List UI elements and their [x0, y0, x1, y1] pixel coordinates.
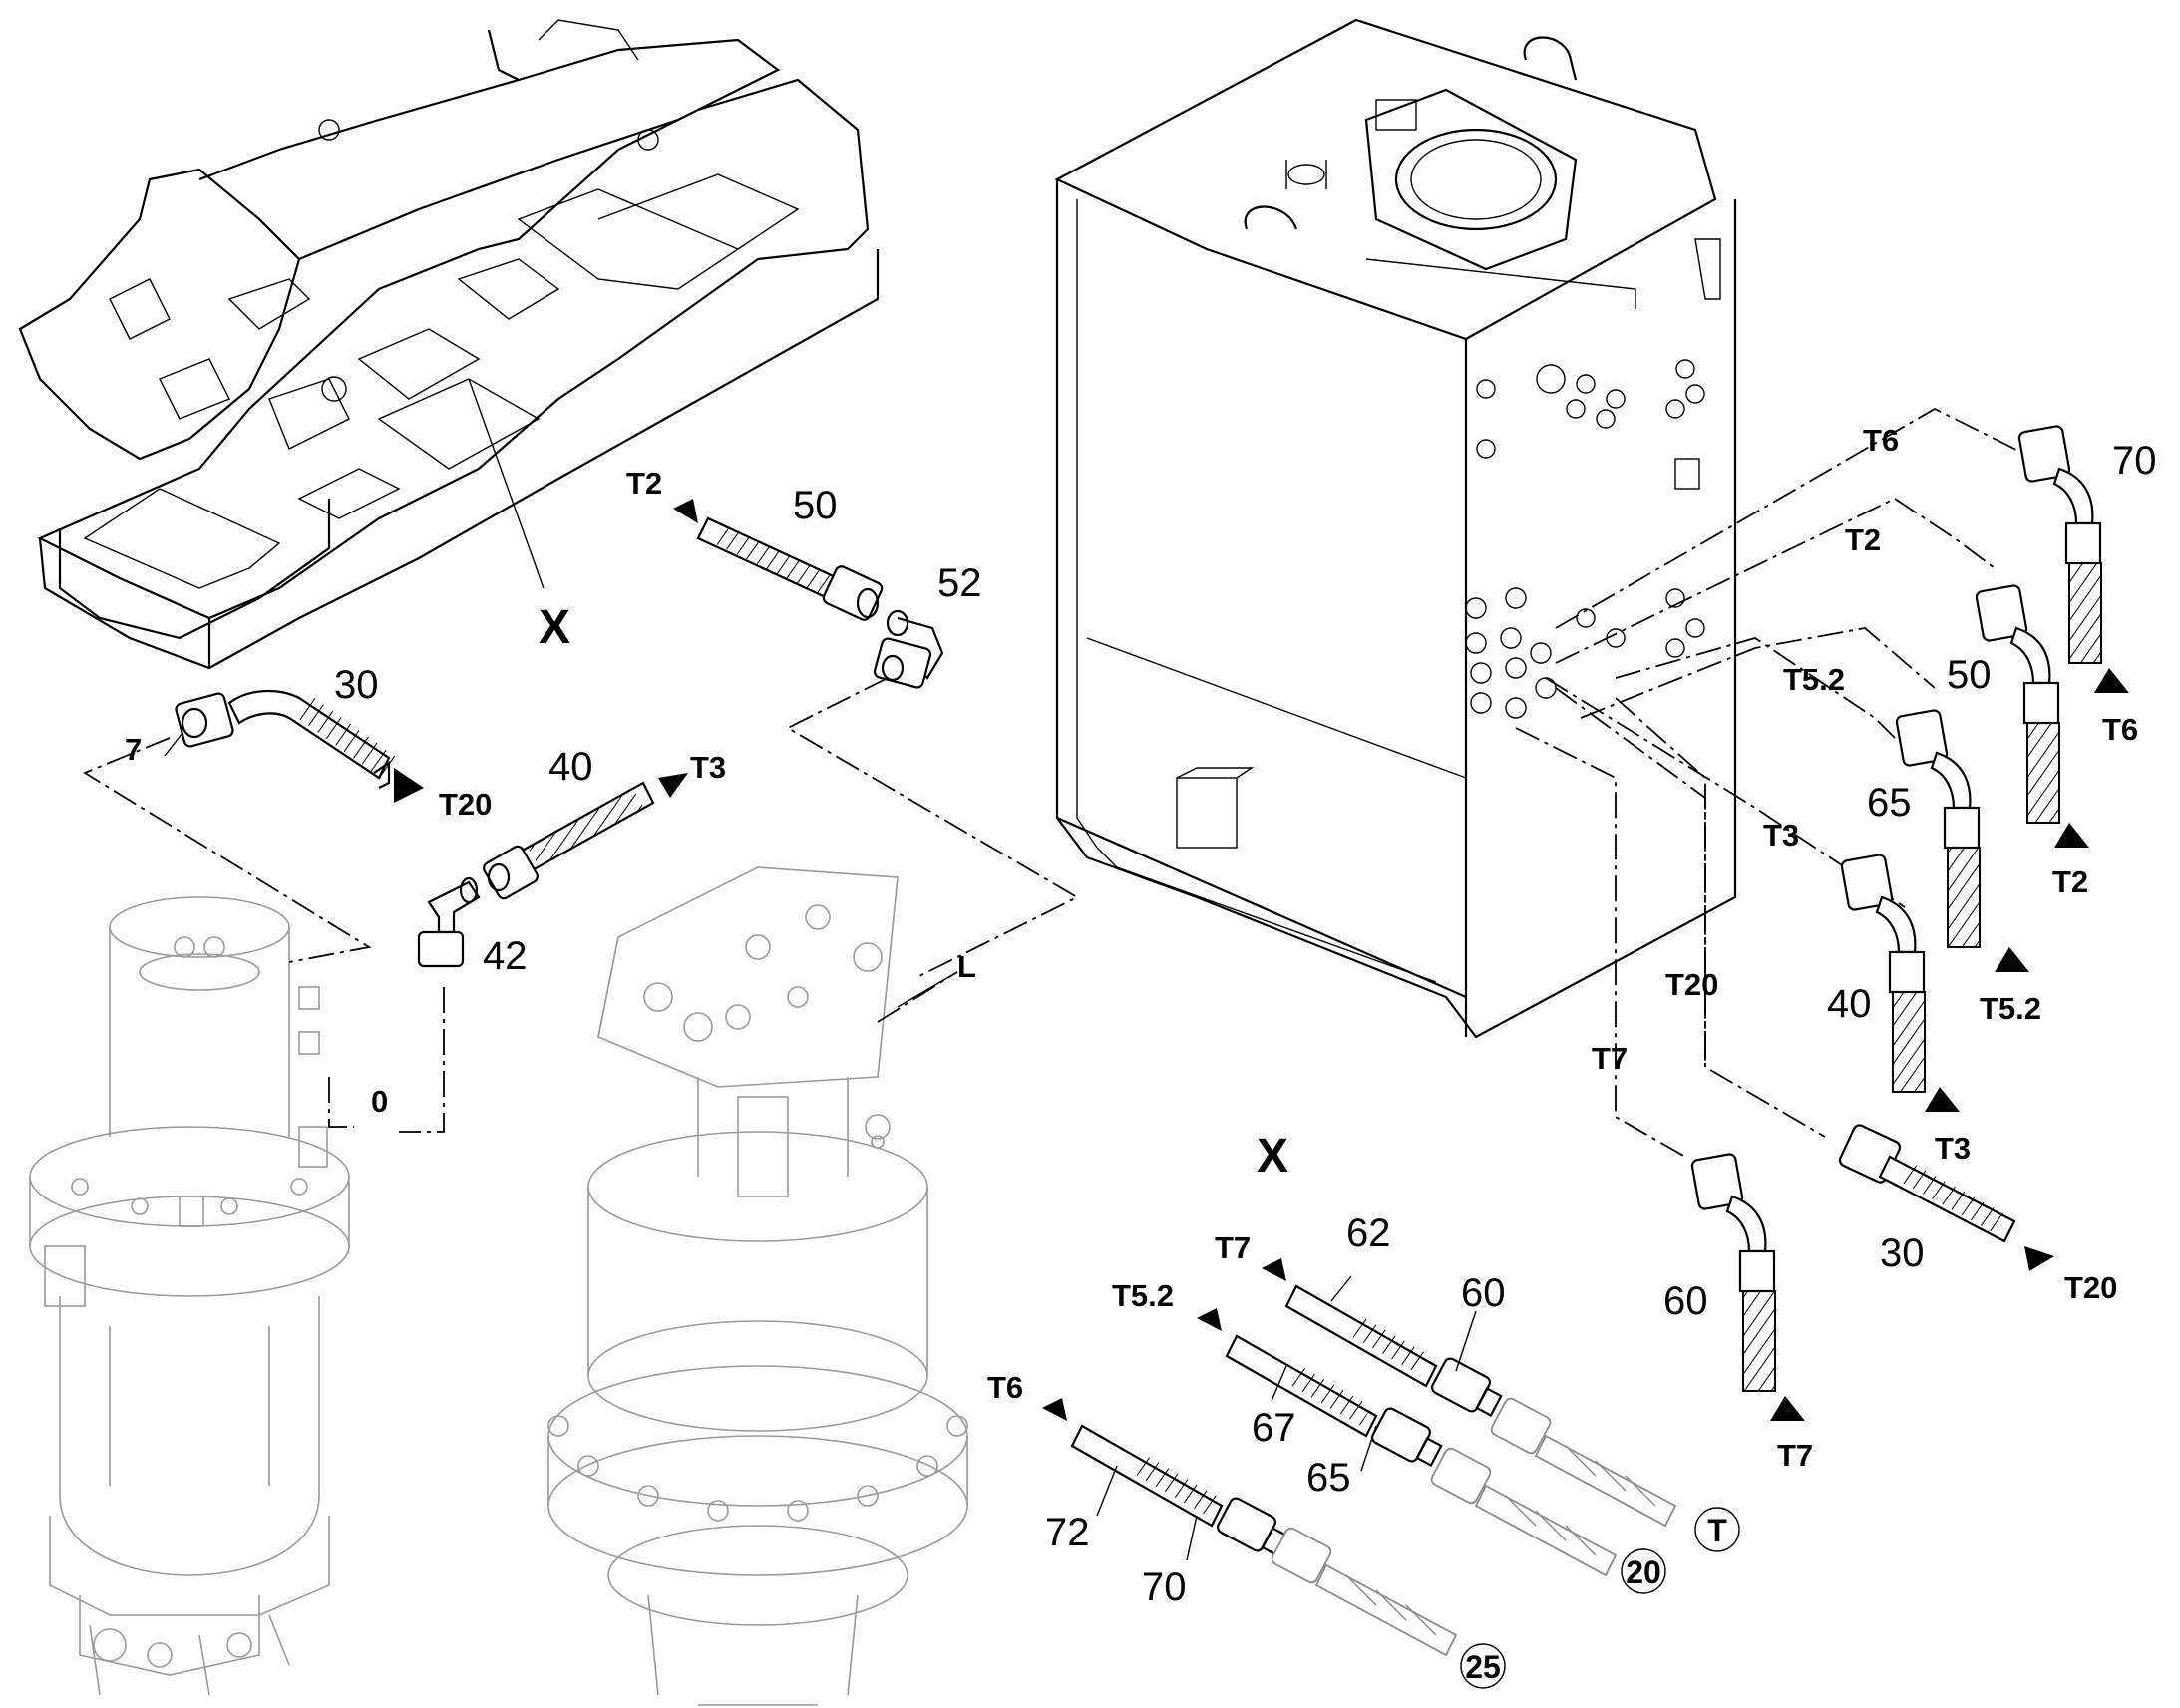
label-7: 7: [125, 732, 142, 767]
label-t3-up: T3: [1935, 1131, 1971, 1166]
label-40-a: 40: [548, 745, 593, 789]
label-70-bot: 70: [1142, 1565, 1187, 1609]
routing-lines: [83, 407, 2035, 1158]
arrow-t7-up: [1770, 1396, 1805, 1421]
label-t2-up: T2: [2052, 864, 2088, 899]
reference-hose-t: [1490, 1397, 1677, 1528]
view-x-label-bottom: X: [1257, 1130, 1288, 1183]
label-0: 0: [371, 1084, 388, 1119]
label-l: L: [957, 949, 976, 984]
reference-hose-20: [1430, 1447, 1618, 1577]
label-62: 62: [1346, 1211, 1391, 1255]
hose-70-top: [2017, 425, 2102, 664]
label-67: 67: [1252, 1406, 1296, 1450]
upper-frame-drawing: [18, 19, 880, 670]
arrow-t20-right: [2024, 1246, 2054, 1271]
hose-30-elbow: [175, 689, 397, 789]
arrow-t6-bot: [1042, 1398, 1067, 1421]
label-t2-a: T2: [626, 466, 662, 501]
hose-40-right: [1840, 854, 1926, 1093]
view-x-label-top: X: [539, 601, 570, 654]
arrow-t20-a: [394, 768, 424, 803]
circle-marker-25: [1460, 1643, 1506, 1689]
label-t20-mid: T20: [1665, 967, 1718, 1002]
label-52: 52: [937, 561, 982, 605]
elbow-52: [873, 609, 944, 689]
label-72: 72: [1045, 1511, 1090, 1554]
hose-72-70-assembly: [1070, 1424, 1288, 1556]
label-65-b: 65: [1867, 781, 1912, 825]
label-t6-up: T6: [2102, 712, 2138, 747]
hose-60-right: [1690, 1153, 1776, 1392]
arrow-t7-bot: [1262, 1258, 1286, 1281]
hose-67-65-assembly: [1225, 1334, 1443, 1467]
label-t7-up: T7: [1777, 1438, 1813, 1473]
label-40-b: 40: [1827, 982, 1872, 1026]
label-t3-a: T3: [690, 750, 726, 785]
arrow-t52-bot: [1197, 1308, 1222, 1331]
label-t52-bot: T5.2: [1112, 1278, 1174, 1313]
label-t52-top: T5.2: [1783, 662, 1845, 697]
label-60-c: 60: [1461, 1271, 1506, 1315]
hose-30-right: [1838, 1124, 2016, 1243]
arrow-t52-up: [1995, 947, 2029, 972]
hose-50-right: [1975, 584, 2060, 824]
hose-65-right: [1895, 709, 1981, 948]
label-t20-a: T20: [439, 787, 492, 822]
label-t3-top: T3: [1763, 818, 1799, 853]
label-30-b: 30: [1880, 1231, 1925, 1275]
label-70-top: 70: [2112, 439, 2157, 483]
label-60-b: 60: [1663, 1279, 1708, 1323]
arrow-t6-up: [2094, 668, 2129, 693]
label-t7-bot: T7: [1215, 1230, 1251, 1265]
hose-40: [483, 781, 655, 900]
label-t2-top: T2: [1845, 522, 1881, 557]
label-t7-mid: T7: [1592, 1041, 1628, 1076]
swing-motor-drawing: [547, 866, 968, 1706]
circle-label-20: 20: [1626, 1554, 1661, 1590]
label-42: 42: [483, 934, 528, 978]
circle-label-t: T: [1707, 1513, 1727, 1548]
arrow-t2-up: [2054, 823, 2089, 848]
arrow-t3-a: [658, 773, 688, 798]
leader-lines: [164, 732, 1477, 1561]
circle-marker-t: [1694, 1507, 1740, 1552]
arrow-t3-up: [1925, 1087, 1960, 1112]
circle-label-25: 25: [1465, 1649, 1501, 1685]
label-t6-top: T6: [1863, 423, 1899, 458]
circle-marker-20: [1621, 1548, 1666, 1594]
tank-port-fittings: [1465, 359, 1705, 719]
arrow-t2-a: [673, 499, 698, 523]
label-t20-right: T20: [2064, 1270, 2117, 1305]
label-65-c: 65: [1306, 1456, 1351, 1500]
hose-62-60-assembly: [1284, 1284, 1503, 1417]
elbow-42: [417, 876, 481, 968]
label-50-b: 50: [1947, 653, 1992, 697]
hose-50-straight: [696, 516, 884, 621]
reference-hose-25: [1271, 1527, 1458, 1657]
label-50-a: 50: [793, 484, 838, 527]
hydraulic-tank-drawing: [1054, 18, 1737, 1039]
swivel-joint-drawing: [29, 896, 350, 1696]
label-30-a: 30: [334, 663, 379, 707]
label-t6-bot: T6: [987, 1370, 1023, 1405]
label-t52-up: T5.2: [1980, 991, 2041, 1026]
